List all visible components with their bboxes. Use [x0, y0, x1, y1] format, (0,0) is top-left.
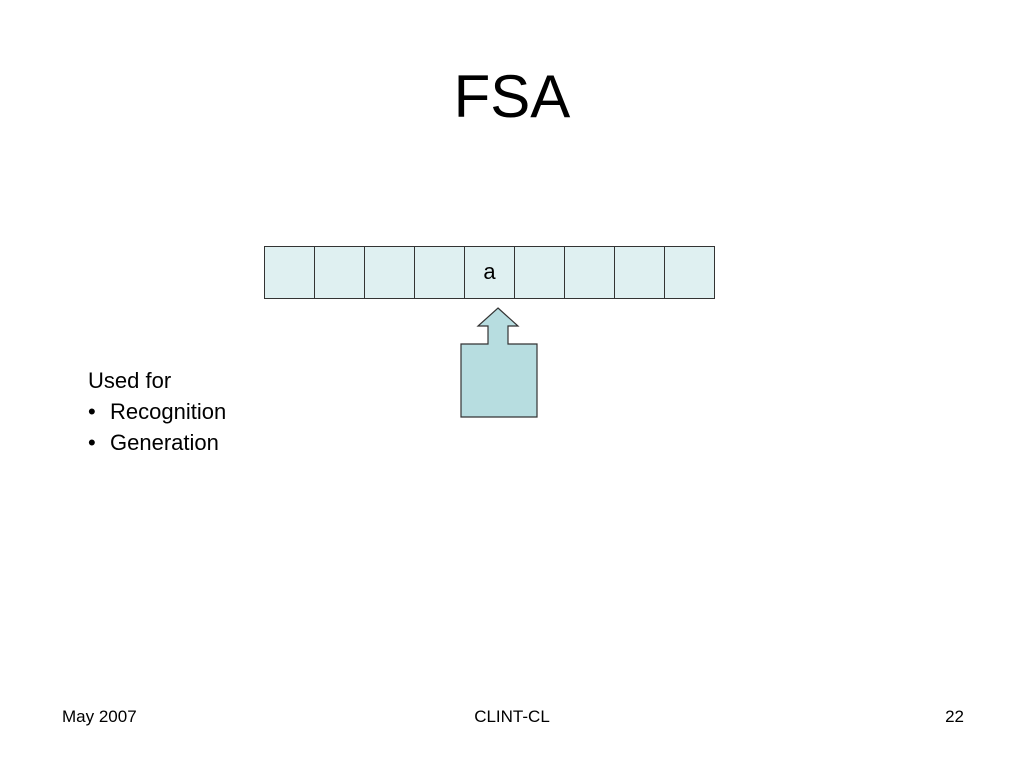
read-head-up-arrow	[460, 307, 538, 418]
tape-cell	[414, 246, 465, 299]
list-item: • Generation	[88, 427, 226, 458]
bullet-marker: •	[88, 399, 96, 424]
tape-cell	[564, 246, 615, 299]
tape-cell	[614, 246, 665, 299]
list-item-label: Generation	[110, 430, 219, 455]
bullet-marker: •	[88, 430, 96, 455]
list-item-label: Recognition	[110, 399, 227, 424]
tape-cell	[264, 246, 315, 299]
footer-date: May 2007	[62, 707, 137, 726]
usage-notes: Used for • Recognition • Generation	[88, 365, 226, 458]
footer-center-text: CLINT-CL	[474, 707, 550, 726]
tape-cell	[514, 246, 565, 299]
tape-cell	[664, 246, 715, 299]
tape-cell	[364, 246, 415, 299]
page-number: 22	[945, 707, 964, 726]
tape-cell	[314, 246, 365, 299]
tape-cell-current-symbol: a	[464, 246, 515, 299]
slide-title: FSA	[453, 63, 571, 130]
input-tape: a	[264, 246, 715, 299]
list-item: • Recognition	[88, 396, 226, 427]
notes-heading: Used for	[88, 368, 172, 393]
